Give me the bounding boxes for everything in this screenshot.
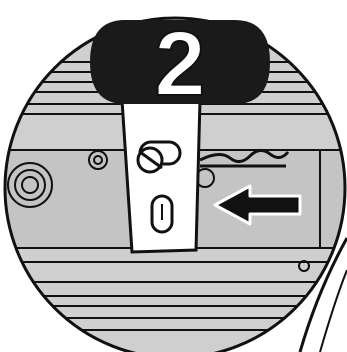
step-number: 2 — [154, 13, 205, 115]
bracket-plate — [122, 100, 200, 252]
step-badge: 2 — [90, 13, 270, 115]
